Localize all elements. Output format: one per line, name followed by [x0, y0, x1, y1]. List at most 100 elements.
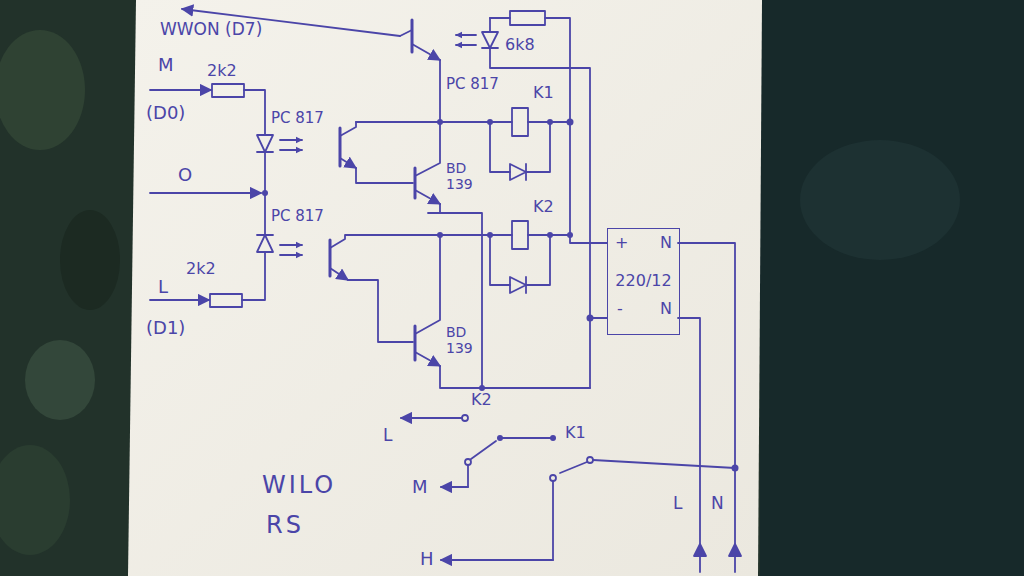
drawing-part	[340, 122, 356, 136]
drawing-part	[587, 457, 593, 463]
drawing-part	[500, 437, 553, 439]
drawing-part	[0, 445, 70, 555]
drawing-part	[567, 232, 573, 238]
drawing-part	[280, 139, 302, 141]
drawing-part	[242, 252, 265, 300]
schematic-label: (D0)	[146, 103, 185, 124]
drawing-part	[593, 460, 735, 468]
schematic-label: 2k2	[186, 260, 216, 278]
schematic-label: K2	[533, 198, 554, 216]
schematic-label: WWON (D7)	[160, 20, 262, 40]
drawing-part	[490, 122, 510, 172]
drawing-part	[510, 277, 526, 293]
schematic-label: BD 139	[446, 324, 476, 356]
schematic-label: WILO	[262, 472, 336, 500]
drawing-part	[401, 417, 462, 419]
drawing-part	[694, 544, 706, 556]
drawing-part	[348, 280, 413, 342]
drawing-part	[552, 481, 554, 560]
drawing-part	[257, 235, 273, 252]
schematic-label: PC 817	[446, 76, 499, 93]
drawing-part	[330, 235, 512, 248]
drawing-part	[456, 34, 476, 36]
drawing-part	[340, 158, 356, 168]
drawing-part	[490, 235, 510, 285]
schematic-label: K2	[471, 391, 492, 409]
drawing-part	[800, 140, 960, 260]
drawing-part	[244, 90, 265, 135]
drawing-part	[415, 190, 440, 204]
drawing-part	[482, 32, 498, 48]
drawing-part	[0, 30, 85, 150]
terminal-text: 220/12	[615, 272, 671, 290]
drawing-part	[150, 299, 209, 301]
drawing-part	[510, 11, 545, 25]
terminal-text: +	[615, 234, 628, 252]
drawing-part	[356, 168, 413, 183]
drawing-part	[415, 235, 440, 334]
drawing-part	[60, 210, 120, 310]
drawing-part	[150, 89, 211, 91]
drawing-part	[280, 149, 302, 151]
drawing-part	[456, 44, 476, 46]
drawing-part	[414, 168, 417, 198]
drawing-part	[437, 119, 443, 125]
schematic-label: M	[412, 477, 428, 498]
drawing-part	[262, 190, 268, 196]
drawing-part	[510, 164, 526, 180]
drawing-part	[490, 17, 510, 19]
drawing-part	[437, 232, 443, 238]
schematic-label: 6k8	[505, 36, 535, 54]
terminal-text: N	[660, 300, 672, 318]
drawing-part	[467, 465, 469, 487]
drawing-part	[330, 268, 348, 280]
drawing-part	[512, 221, 528, 249]
drawing-part	[441, 486, 468, 488]
wiring	[150, 9, 741, 572]
schematic-label: L	[158, 277, 168, 298]
drawing-part	[428, 213, 482, 388]
schematic-label: K1	[565, 424, 586, 442]
drawing-part	[526, 122, 550, 172]
terminal-text: N	[660, 234, 672, 252]
drawing-part	[487, 232, 493, 238]
drawing-part	[439, 204, 441, 213]
drawing-part	[547, 119, 553, 125]
drawing-part	[415, 352, 440, 366]
drawing-part	[471, 441, 496, 459]
drawing-part	[678, 243, 735, 572]
drawing-part	[439, 60, 441, 122]
drawing-part	[729, 544, 741, 556]
drawing-part	[489, 18, 491, 32]
schematic-label: N	[711, 494, 724, 514]
junction-dots	[262, 119, 739, 472]
drawing-part	[210, 294, 242, 307]
drawing-part	[25, 340, 95, 420]
drawing-part	[567, 119, 574, 126]
drawing-part	[547, 232, 553, 238]
drawing-part	[490, 48, 590, 388]
drawing-part	[411, 20, 414, 52]
schematic-label: PC 817	[271, 110, 324, 127]
drawing-part	[415, 122, 440, 176]
drawing-part	[760, 0, 1024, 576]
drawing-part	[526, 235, 550, 285]
drawing-part	[678, 318, 700, 572]
drawing-part	[329, 240, 332, 276]
drawing-part	[440, 366, 590, 388]
schematic-label: H	[420, 549, 434, 570]
drawing-part	[487, 119, 493, 125]
drawing-part	[550, 435, 556, 441]
drawing-part	[732, 465, 739, 472]
power-supply-box: + N 220/12 - N	[607, 228, 680, 335]
schematic-label: PC 817	[271, 208, 324, 225]
drawing-part	[128, 0, 762, 576]
schematic-label: (D1)	[146, 318, 185, 339]
drawing-part	[545, 18, 607, 243]
terminal-text: -	[617, 300, 623, 318]
schematic-label: K1	[533, 84, 554, 102]
